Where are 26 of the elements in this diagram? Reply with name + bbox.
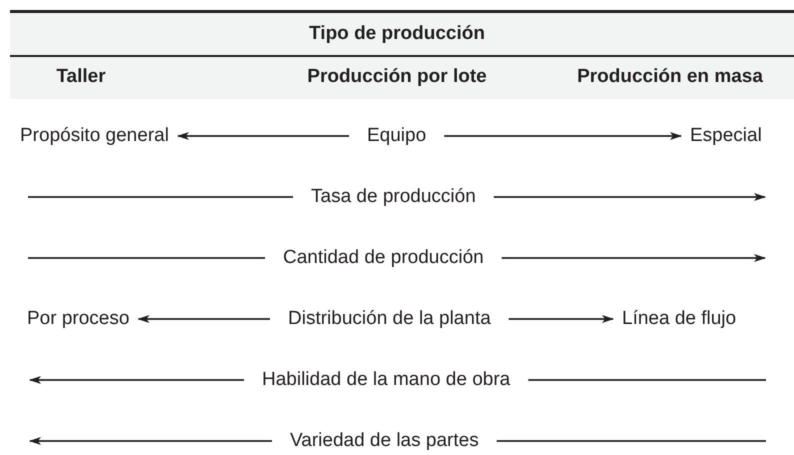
attribute-label: Cantidad de producción — [283, 247, 484, 269]
line — [528, 379, 766, 381]
attribute-label: Distribución de la planta — [288, 308, 491, 330]
column-heading: Producción por lote — [307, 66, 487, 88]
endpoint-label: Línea de flujo — [622, 308, 736, 330]
endpoint-label: Especial — [690, 125, 762, 147]
arrow — [502, 254, 766, 262]
arrow — [444, 132, 682, 140]
table-heading: Tipo de producción — [309, 23, 485, 45]
arrow — [137, 315, 270, 323]
attribute-label: Equipo — [367, 125, 426, 147]
line — [28, 257, 265, 259]
endpoint-label: Por proceso — [27, 308, 130, 330]
line — [496, 440, 766, 442]
column-heading: Producción en masa — [577, 66, 763, 88]
endpoint-label: Propósito general — [20, 125, 169, 147]
arrow — [508, 315, 614, 323]
arrow — [176, 132, 349, 140]
attribute-label: Variedad de las partes — [290, 430, 479, 452]
line — [28, 196, 293, 198]
arrow — [494, 193, 766, 201]
attribute-label: Tasa de producción — [311, 186, 476, 208]
arrow — [29, 376, 244, 384]
column-heading: Taller — [56, 66, 106, 88]
attribute-label: Habilidad de la mano de obra — [262, 369, 510, 391]
arrow — [29, 437, 272, 445]
